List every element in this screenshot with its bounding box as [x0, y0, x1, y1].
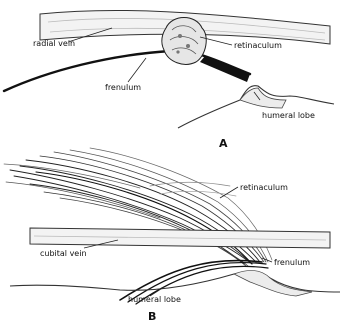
panel-a-letter: A: [219, 137, 228, 150]
frenulum-label-a: frenulum: [105, 83, 141, 92]
humeral-lobe-a: [178, 86, 334, 128]
retinaculum-label-b: retinaculum: [240, 183, 288, 192]
panel-b: retinaculum cubital vein frenulum humera…: [4, 148, 340, 323]
humeral-lobe-label-a: humeral lobe: [262, 111, 315, 120]
frenulum-label-b: frenulum: [274, 258, 310, 267]
panel-b-letter: B: [148, 310, 156, 323]
humeral-lobe-b: [10, 271, 340, 296]
retinaculum-label-a: retinaculum: [234, 41, 282, 50]
retinaculum-a: [162, 18, 206, 65]
radial-vein-label: radial vein: [33, 39, 75, 48]
panel-a: radial vein retinaculum frenulum humeral…: [4, 10, 334, 150]
cubital-vein: [30, 228, 330, 248]
cubital-vein-label: cubital vein: [40, 249, 87, 258]
humeral-lobe-label-b: humeral lobe: [128, 295, 181, 304]
